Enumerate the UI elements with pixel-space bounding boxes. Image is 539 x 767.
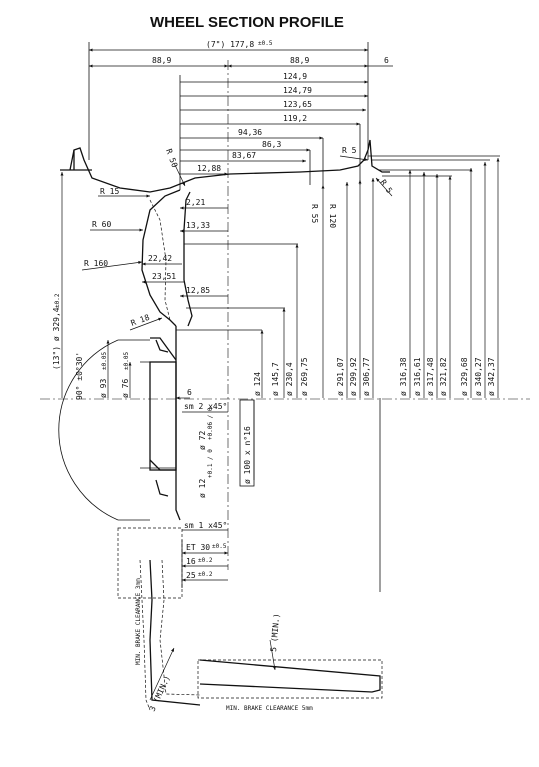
radius-120: R 120 <box>328 204 337 228</box>
d299-92-label: ø 299,92 <box>349 357 358 396</box>
radius-60: R 60 <box>92 220 111 229</box>
d321-82-label: ø 321,82 <box>439 357 448 396</box>
d93-tol: ±0.05 <box>101 352 108 370</box>
d230-4-label: ø 230,4 <box>285 362 294 396</box>
d317-48-label: ø 317,48 <box>426 357 435 396</box>
overall-width-dim: (7") 177,8 <box>206 40 254 49</box>
left-half-width-dim: 88,9 <box>152 56 171 65</box>
min-5-label: 5 (MIN.) <box>269 613 281 652</box>
dim-25: 25 <box>186 571 196 580</box>
pcd-label: ø 100 x n°16 <box>243 426 252 484</box>
dim-2-21: 2,21 <box>186 198 205 207</box>
dim-123-65: 123,65 <box>283 100 312 109</box>
d76-tol: ±0.05 <box>123 352 130 370</box>
dim-25-tol: ±0.2 <box>198 571 213 578</box>
right-half-width-dim: 88,9 <box>290 56 309 65</box>
right-diameter-labels: ø 124 ø 145,7 ø 230,4 ø 269,75 ø 291,07 … <box>253 357 496 396</box>
d269-75-label: ø 269,75 <box>300 357 309 396</box>
offset-6-dim: 6 <box>384 56 389 65</box>
radius-5-side: R 5 <box>378 178 394 195</box>
dim-6: 6 <box>187 388 192 397</box>
brake-clearance: 5 (MIN.) 3 (MIN.) MIN. BRAKE CLEARANCE 3… <box>117 527 383 713</box>
d306-77-label: ø 306,77 <box>362 357 371 396</box>
radius-160: R 160 <box>84 259 108 268</box>
radius-18: R 18 <box>130 313 151 328</box>
et-offset-tol: ±0.5 <box>212 543 227 550</box>
dim-119-2: 119,2 <box>283 114 307 123</box>
left-dimensions: 2,21 13,33 22,42 23,51 12,85 6 sm 2 x45°… <box>142 198 228 588</box>
top-dimensions: (7") 177,8 ±0.5 88,9 88,9 6 <box>88 40 393 160</box>
chamfer-sm2: sm 2 x45° <box>184 402 227 411</box>
dim-94-36: 94,36 <box>238 128 262 137</box>
radius-labels: R 50 R 15 R 60 R 160 R 18 R 5 R 5 R 55 R… <box>81 146 394 331</box>
dim-16-tol: ±0.2 <box>198 557 213 564</box>
d316-61-label: ø 316,61 <box>413 357 422 396</box>
d316-38-label: ø 316,38 <box>399 357 408 396</box>
wheel-profile <box>58 139 390 521</box>
radius-5-top: R 5 <box>342 146 357 155</box>
bottom-brake-clearance-label: MIN. BRAKE CLEARANCE 5mm <box>226 705 313 712</box>
radius-15: R 15 <box>100 187 119 196</box>
d72-label: ø 72 <box>198 431 207 450</box>
d329-68-label: ø 329,68 <box>460 357 469 396</box>
radius-55: R 55 <box>310 204 319 223</box>
rim-diameter-tol: ±0.2 <box>54 293 61 308</box>
stacked-dimensions: 124,9 124,79 123,65 119,2 94,36 86,3 83,… <box>179 72 368 190</box>
left-diameter-labels: (13") ø 329,4 ±0.2 ø 93 ±0.05 ø 76 ±0.05… <box>52 172 255 498</box>
right-diameter-leaders <box>176 155 500 592</box>
drawing-title: WHEEL SECTION PROFILE <box>150 14 344 31</box>
dim-23-51: 23,51 <box>152 272 176 281</box>
d12-tol: +0.1 / 0 <box>207 449 214 478</box>
d93-label: ø 93 <box>99 379 108 398</box>
dim-124-79: 124,79 <box>283 86 312 95</box>
d12-label: ø 12 <box>198 479 207 498</box>
dim-124-9: 124,9 <box>283 72 307 81</box>
et-offset-dim: ET 30 <box>186 543 210 552</box>
chamfer-sm1: sm 1 x45° <box>184 521 227 530</box>
dim-12-85: 12,85 <box>186 286 210 295</box>
d291-07-label: ø 291,07 <box>336 357 345 396</box>
dim-22-42: 22,42 <box>148 254 172 263</box>
dim-13-33: 13,33 <box>186 221 210 230</box>
d124-label: ø 124 <box>253 372 262 396</box>
d342-37-label: ø 342,37 <box>487 357 496 396</box>
d76-label: ø 76 <box>121 379 130 398</box>
angle-label: 90° ±0°30' <box>75 352 84 400</box>
rim-diameter-label: (13") ø 329,4 <box>52 307 61 370</box>
dim-12-88: 12,88 <box>197 164 221 173</box>
dim-86-3: 86,3 <box>262 140 281 149</box>
left-brake-clearance-label: MIN. BRAKE CLEARANCE 3mm <box>135 578 142 665</box>
d340-27-label: ø 340,27 <box>474 357 483 396</box>
dim-16: 16 <box>186 557 196 566</box>
overall-width-tol: ±0.5 <box>258 40 273 47</box>
dim-83-67: 83,67 <box>232 151 256 160</box>
radius-50: R 50 <box>164 148 179 169</box>
d145-7-label: ø 145,7 <box>271 362 280 396</box>
d72-tol: +0.06 / 0 <box>207 407 214 440</box>
